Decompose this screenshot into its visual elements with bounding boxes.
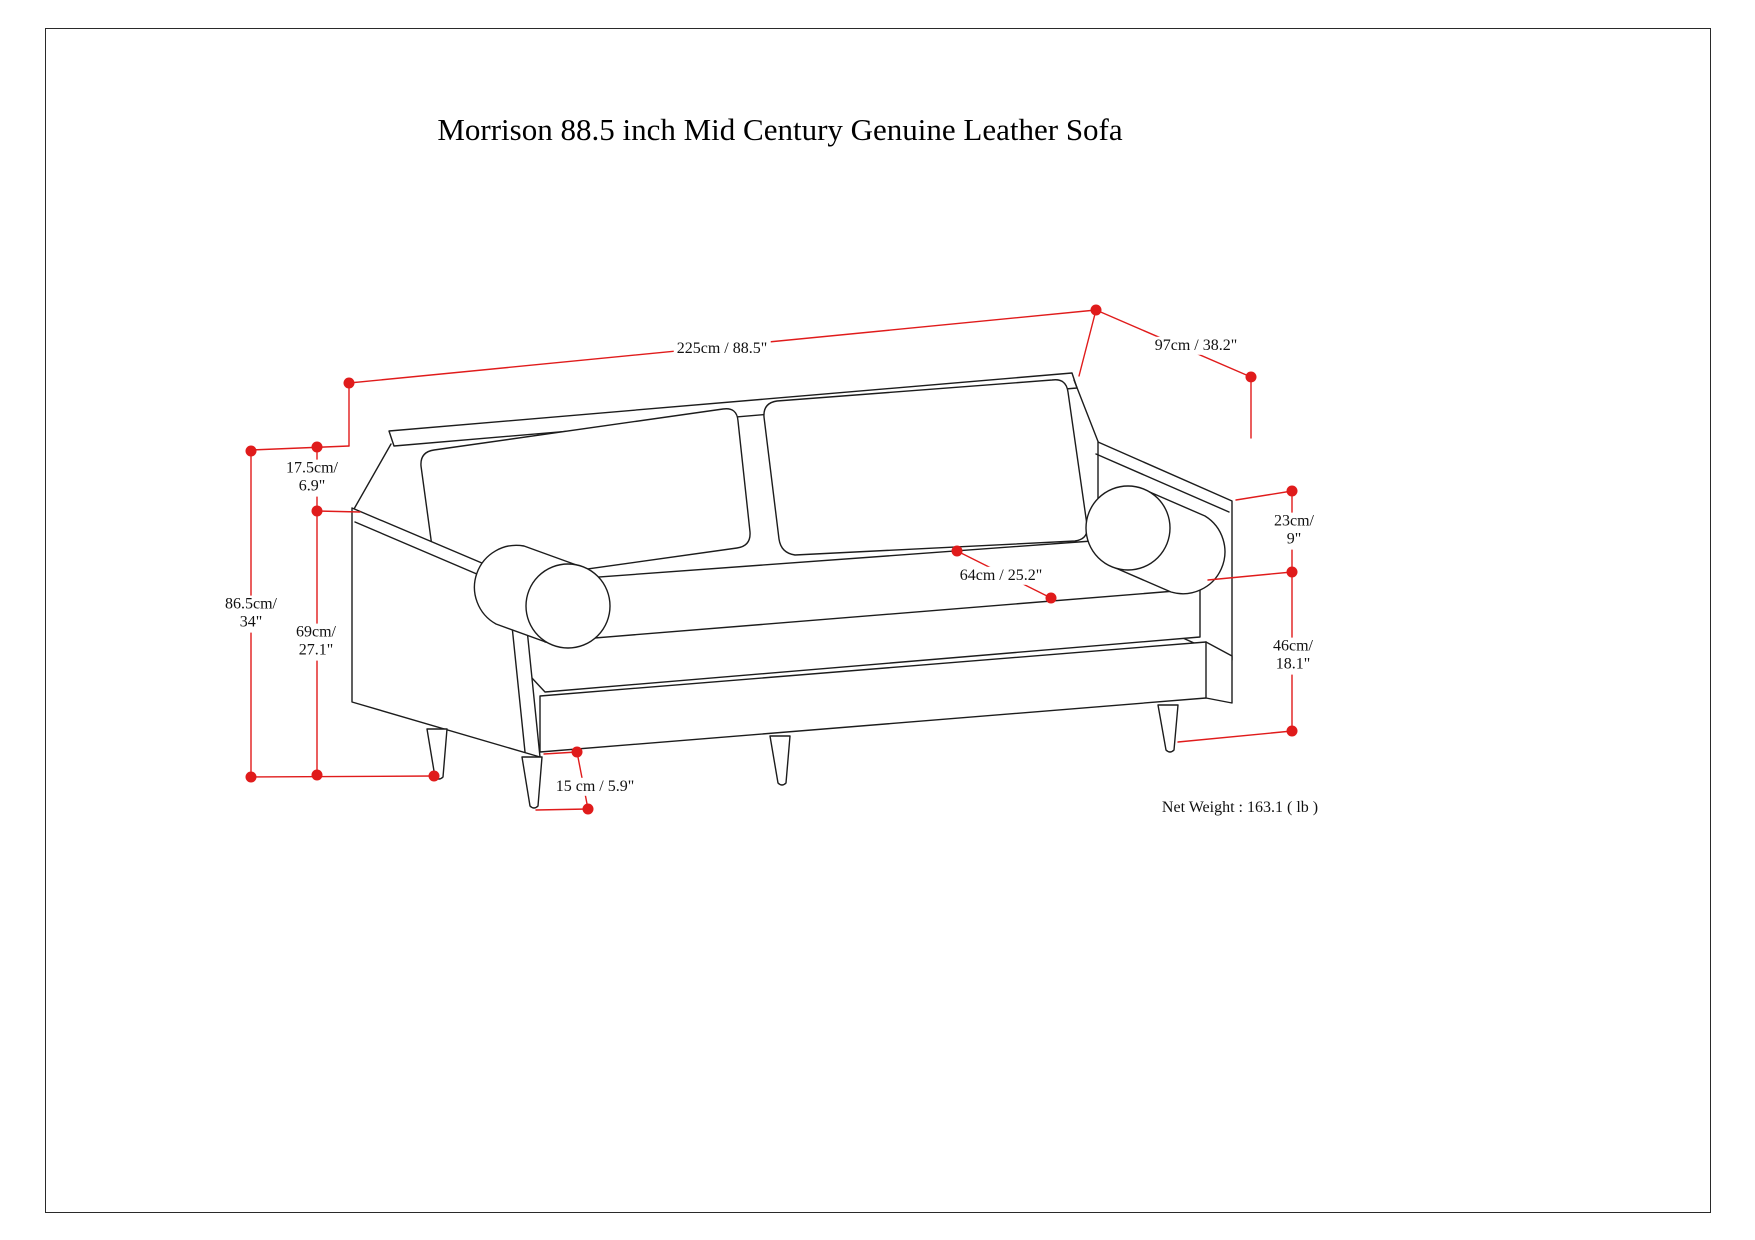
dim-label-overall-height-cm: 86.5cm/ [225, 595, 277, 613]
dim-tick-right-arm-top [1235, 490, 1293, 501]
sofa-back-right-post [1073, 379, 1100, 445]
dimension-dot [428, 770, 440, 782]
dimension-dot [1286, 485, 1298, 497]
sofa-leg-front-middle [769, 735, 791, 786]
dim-tick-leg-bottom [535, 808, 589, 811]
sofa-back-cushion-left [420, 408, 751, 589]
dim-label-back-cushion-height: 23cm/ 9" [1271, 512, 1317, 550]
sofa-left-bolster-cap [525, 563, 611, 649]
sofa-back-cushion-right [763, 379, 1088, 556]
net-weight-label: Net Weight : 163.1 ( lb ) [1161, 799, 1319, 816]
sofa-back-left-post [353, 443, 392, 510]
dimension-dot [1045, 592, 1057, 604]
dim-label-seat-height-in: 18.1" [1275, 656, 1311, 673]
dim-label-arm-height: 69cm/ 27.1" [293, 623, 339, 661]
dim-tick-arm-top [316, 510, 361, 513]
dim-tick-top-left [250, 445, 350, 451]
dim-ext-depth-back [1078, 309, 1097, 377]
dimension-dot [571, 746, 583, 758]
dimension-dot [311, 769, 323, 781]
dimension-dot [245, 771, 257, 783]
dim-floor-line-right [1177, 730, 1293, 743]
page-border [45, 28, 1711, 1213]
dim-label-leg-height: 15 cm / 5.9" [552, 777, 638, 797]
dimension-dot [245, 445, 257, 457]
dim-label-back-above-arm-in: 6.9" [298, 478, 326, 495]
sofa-leg-front-left [521, 756, 543, 809]
dim-tick-seat-right [1207, 571, 1293, 581]
dimension-dot [1286, 725, 1298, 737]
dim-label-overall-depth: 97cm / 38.2" [1151, 336, 1241, 356]
dimension-dot [951, 545, 963, 557]
dim-label-arm-height-cm: 69cm/ [296, 623, 336, 641]
dimension-dot [582, 803, 594, 815]
dim-label-overall-height-in: 34" [239, 614, 263, 631]
dim-label-back-above-arm-cm: 17.5cm/ [286, 459, 338, 477]
dim-label-back-above-arm: 17.5cm/ 6.9" [283, 459, 341, 497]
dim-floor-line-left [250, 775, 435, 778]
dim-label-seat-height-cm: 46cm/ [1273, 637, 1313, 655]
dimension-dot [1245, 371, 1257, 383]
sofa-right-arm-band [1095, 453, 1230, 513]
sofa-right-bolster-cap [1085, 485, 1171, 571]
dim-label-back-cushion-in: 9" [1286, 531, 1302, 548]
sofa-seat-front-edge [544, 588, 1201, 643]
dim-label-seat-depth: 64cm / 25.2" [956, 566, 1046, 586]
dim-tick-leg-top [543, 751, 578, 755]
dim-label-overall-length: 225cm / 88.5" [673, 339, 771, 359]
dim-label-seat-height: 46cm/ 18.1" [1270, 637, 1316, 675]
sofa-leg-front-right [1157, 704, 1179, 753]
dimension-markers [245, 304, 1298, 815]
dimension-dot [311, 441, 323, 453]
sofa-line-drawing [351, 372, 1233, 809]
dimension-dot [311, 505, 323, 517]
dim-label-back-cushion-cm: 23cm/ [1274, 512, 1314, 530]
dim-label-arm-height-in: 27.1" [298, 642, 334, 659]
dimension-dot [1090, 304, 1102, 316]
diagram-title: Morrison 88.5 inch Mid Century Genuine L… [437, 112, 1123, 147]
dimension-dot [1286, 566, 1298, 578]
dimension-dot [343, 377, 355, 389]
dim-label-overall-height: 86.5cm/ 34" [222, 595, 280, 633]
